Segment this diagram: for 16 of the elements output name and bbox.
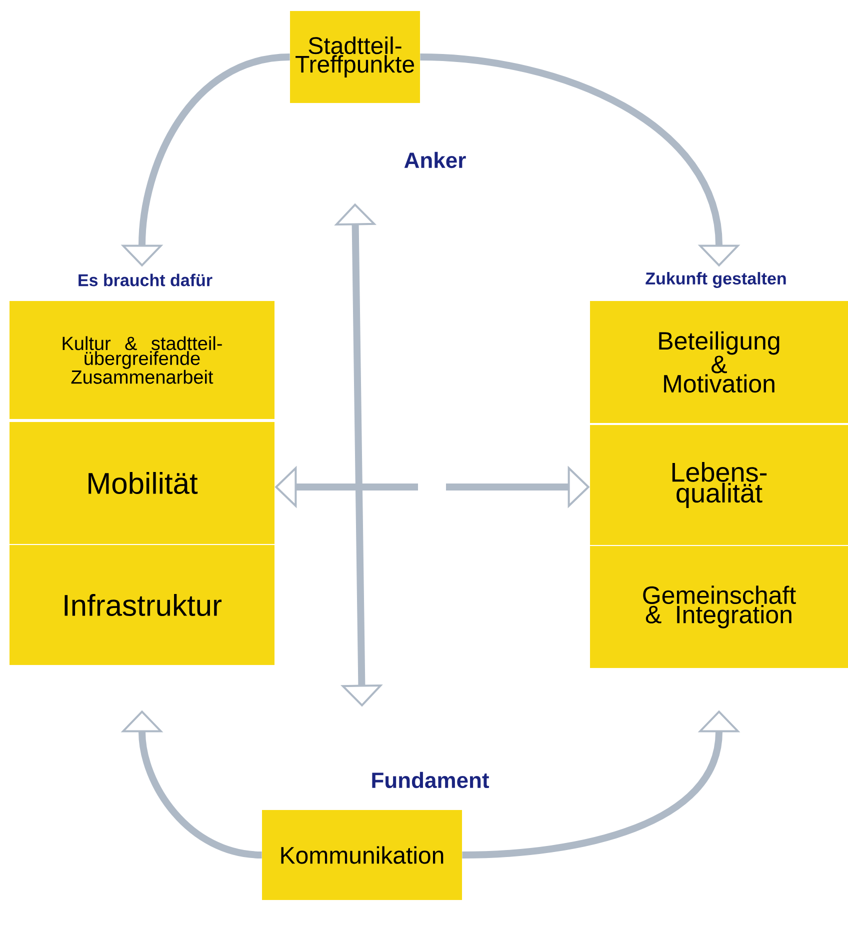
node-label: Lebens- qualität	[672, 462, 767, 508]
note-box: Mobilität	[10, 422, 274, 544]
note-box: Gemeinschaft & Integration	[590, 546, 848, 668]
caption-text: Zukunft gestalten	[646, 272, 786, 288]
note-box: Kultur & stadtteil- übergreifende Zusammenarbeit	[10, 301, 274, 419]
note-box: Infrastruktur	[10, 545, 274, 665]
note-box: Kommunikation	[262, 810, 462, 900]
caption-text: Es braucht dafür	[78, 274, 212, 286]
caption-text: Anker	[404, 152, 466, 168]
caption-text: Fundament	[372, 772, 490, 788]
node-label: Mobilität	[88, 472, 198, 494]
note-box: Stadtteil- Treffpunkte	[290, 11, 420, 103]
node-label: Gemeinschaft & Integration	[643, 586, 796, 628]
note-box: Beteiligung & Motivation	[590, 301, 848, 423]
node-label: Infrastruktur	[64, 594, 222, 616]
note-box: Lebens- qualität	[590, 425, 848, 545]
